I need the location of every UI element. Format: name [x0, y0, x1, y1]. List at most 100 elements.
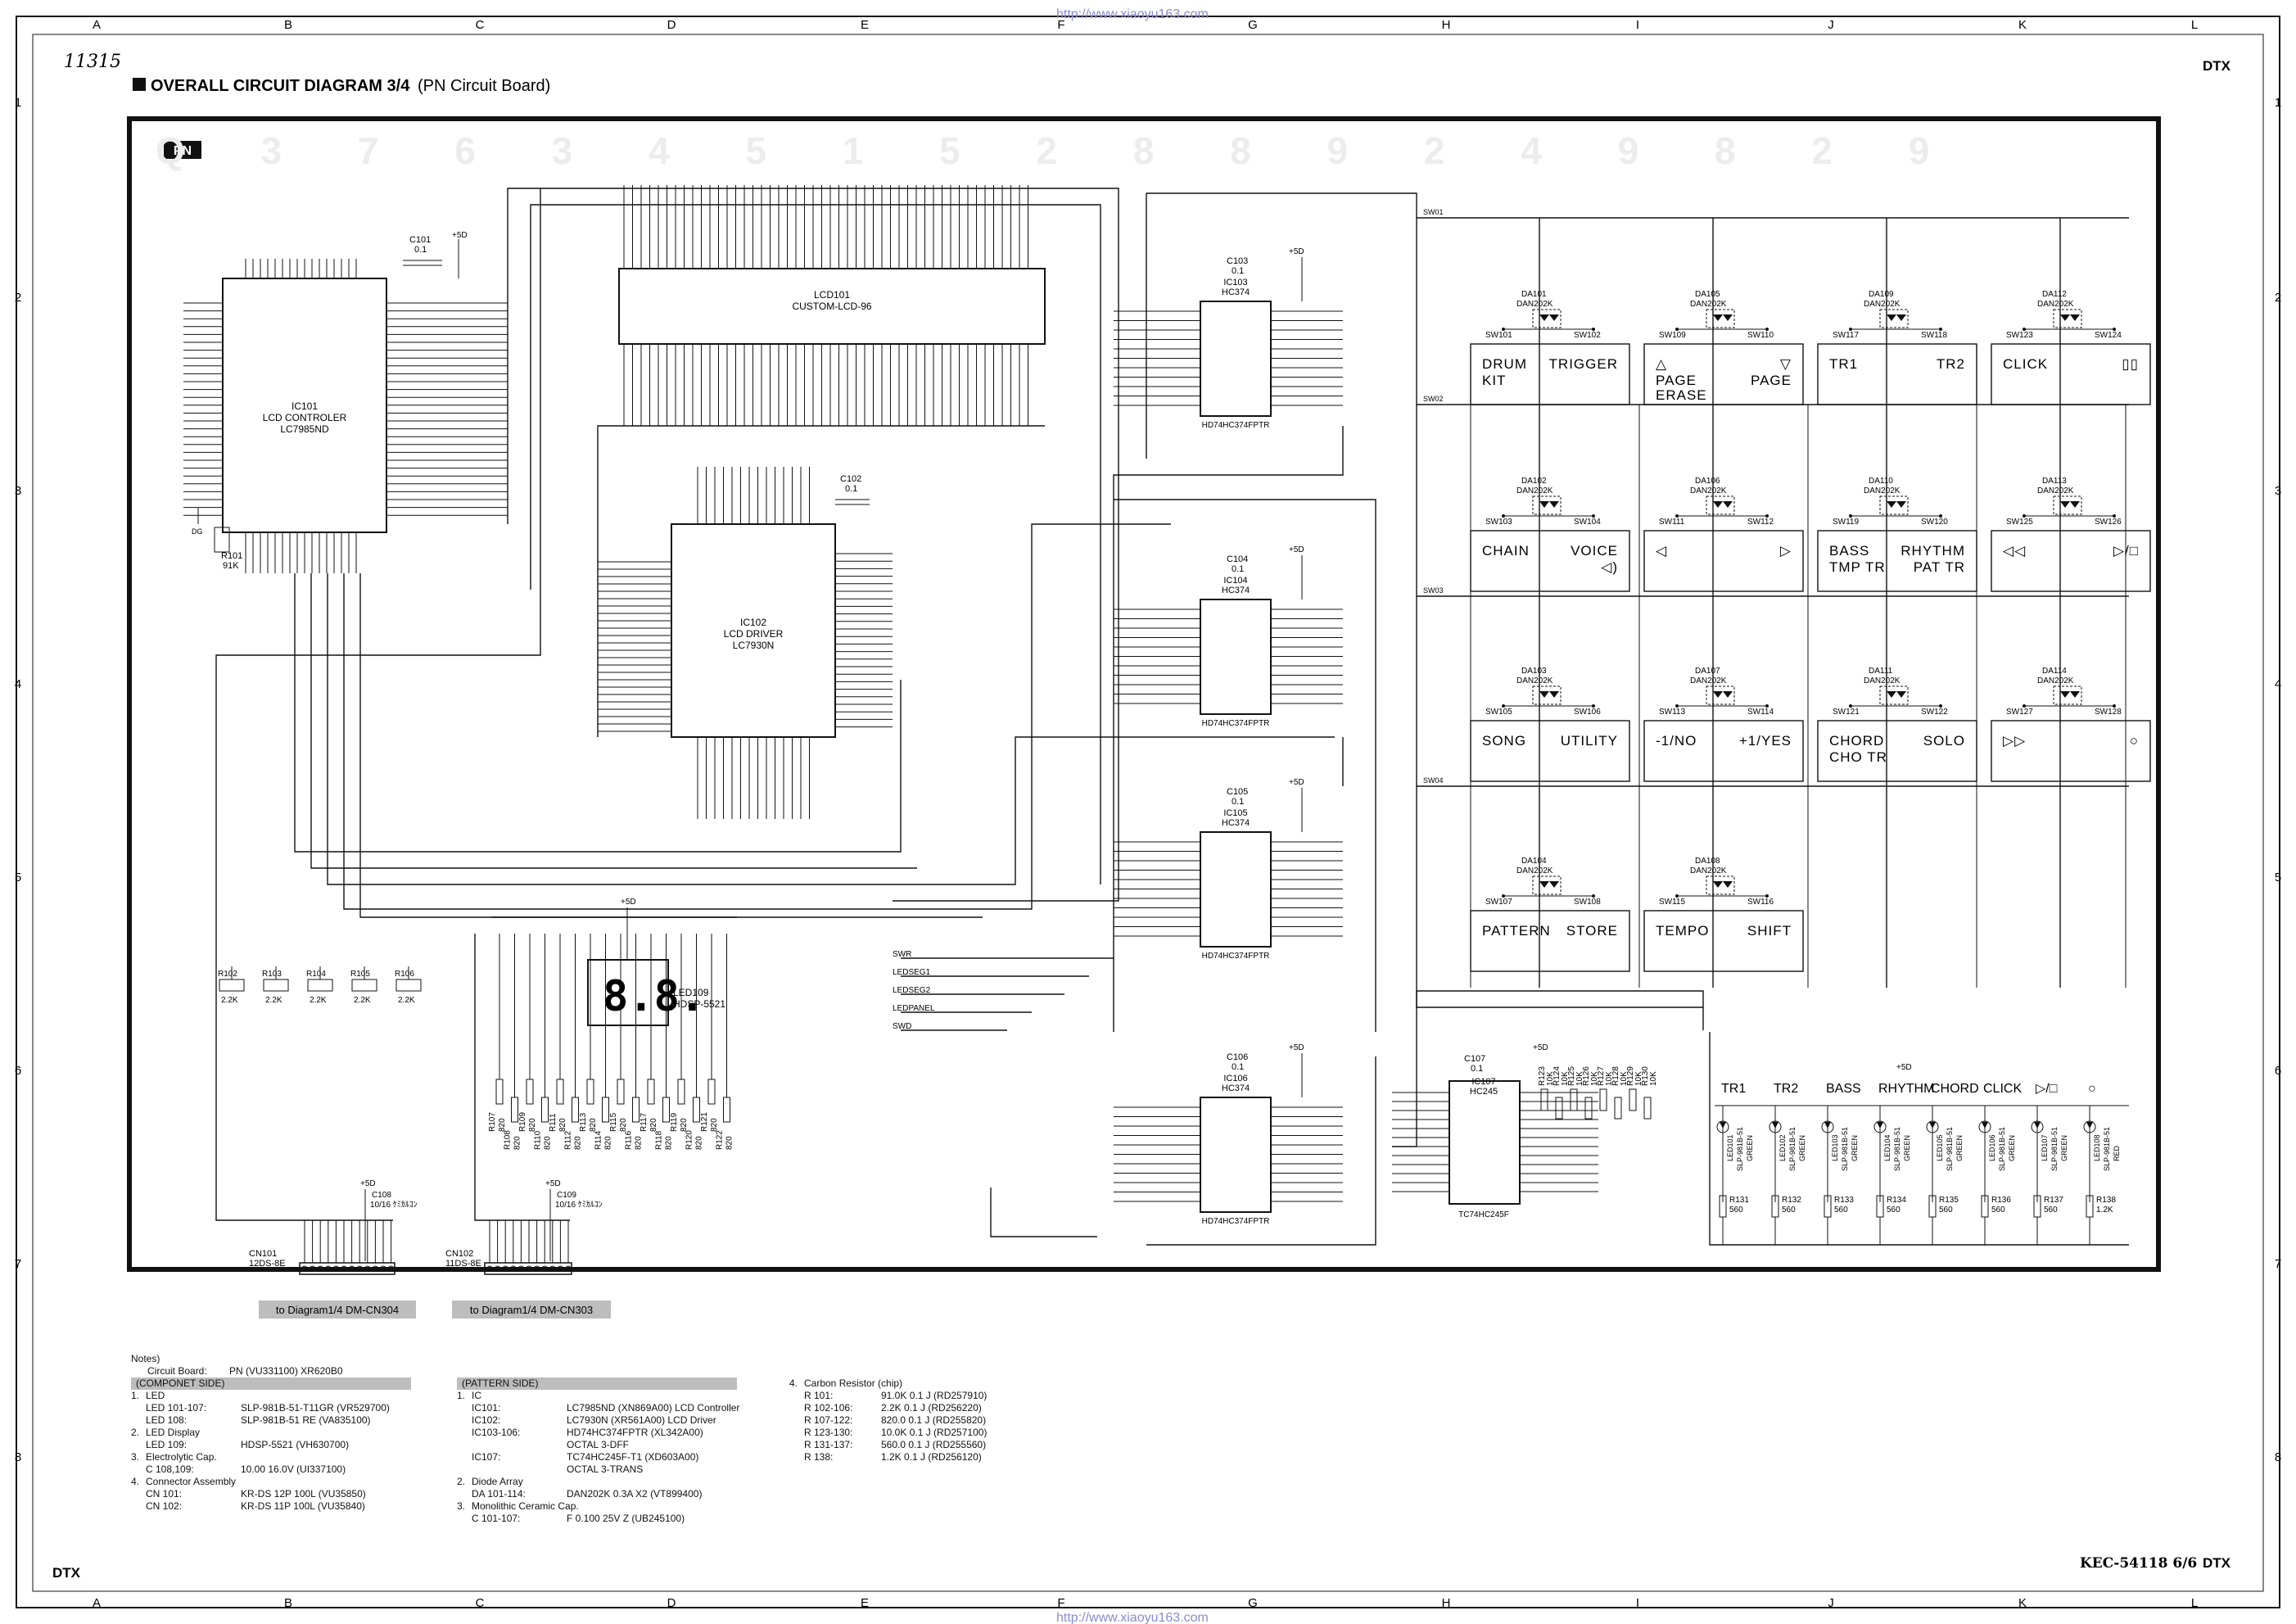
note-line: LED 108:SLP-981B-51 RE (VA835100): [146, 1414, 371, 1426]
note-line: 2.LED Display: [131, 1427, 201, 1438]
panel-button-label: VOICE: [1571, 543, 1618, 559]
pn-tag: [164, 141, 201, 159]
grid-col-label: J: [1828, 18, 1834, 32]
svg-text:SW118: SW118: [1921, 331, 1947, 340]
svg-text:0.1: 0.1: [1232, 266, 1244, 276]
svg-text:C101: C101: [409, 235, 431, 245]
svg-text:820: 820: [619, 1118, 628, 1132]
svg-text:DAN202K: DAN202K: [1690, 300, 1727, 309]
svg-text:PAGE: PAGE: [1656, 373, 1697, 388]
svg-text:R102: R102: [218, 970, 237, 979]
model-bottom-right: DTX: [2203, 1555, 2231, 1571]
c102: C102 0.1: [835, 474, 870, 505]
svg-text:SW112: SW112: [1747, 518, 1774, 527]
svg-text:560: 560: [1834, 1206, 1848, 1215]
grid-row-label: 5: [15, 871, 21, 884]
svg-text:+5D: +5D: [1289, 545, 1304, 554]
svg-text:2.2K: 2.2K: [398, 996, 415, 1005]
svg-text:1.2K: 1.2K: [2096, 1206, 2113, 1215]
note-line: 4.Carbon Resistor (chip): [789, 1377, 903, 1389]
svg-text:R120: R120: [685, 1130, 694, 1150]
svg-text:R109: R109: [518, 1112, 527, 1132]
svg-text:R112: R112: [564, 1130, 573, 1150]
svg-text:SW106: SW106: [1574, 708, 1601, 717]
svg-text:SLP-981B-51: SLP-981B-51: [1736, 1127, 1744, 1171]
svg-text:10K: 10K: [1605, 1071, 1614, 1086]
grid-row-label: 5: [2275, 871, 2281, 884]
svg-text:+5D: +5D: [621, 898, 636, 907]
doc-code: KEC-54118 6/6: [2080, 1555, 2197, 1572]
svg-text:IC106: IC106: [1223, 1074, 1247, 1083]
notes-col-resistors: 4.Carbon Resistor (chip)R 101:91.0K 0.1 …: [789, 1377, 987, 1463]
svg-text:SW121: SW121: [1833, 708, 1860, 717]
svg-text:560: 560: [1729, 1206, 1743, 1215]
svg-text:SLP-981B-51: SLP-981B-51: [1841, 1127, 1849, 1171]
grid-col-label: K: [2018, 1596, 2027, 1610]
grid-col-label: I: [1636, 1596, 1639, 1610]
panel-button-label: TR1: [1829, 356, 1858, 372]
svg-text:R116: R116: [625, 1130, 634, 1150]
signal-ledseg2: LEDSEG2: [893, 986, 931, 995]
svg-text:820: 820: [544, 1136, 553, 1150]
svg-text:HD74HC374FPTR: HD74HC374FPTR: [1202, 952, 1270, 961]
svg-text:DAN202K: DAN202K: [1864, 300, 1901, 309]
svg-text:HC245: HC245: [1470, 1087, 1498, 1097]
note-line: 1.IC: [457, 1390, 481, 1401]
panel-button-label: SHIFT: [1747, 923, 1792, 939]
svg-text:PAGE: PAGE: [1751, 373, 1792, 388]
note-line: LED 101-107:SLP-981B-51-T11GR (VR529700): [146, 1402, 390, 1414]
svg-text:R121: R121: [700, 1112, 709, 1132]
svg-text:SW127: SW127: [2006, 708, 2033, 717]
site-url-bottom: http://www.xiaoyu163.com: [1056, 1611, 1209, 1624]
ic101-lcd-controller: IC101 LCD CONTROLER LC7985ND: [183, 259, 508, 573]
svg-text:SW125: SW125: [2006, 518, 2033, 527]
svg-text:C105: C105: [1227, 787, 1248, 797]
grid-col-label: L: [2191, 1596, 2198, 1610]
svg-text:DAN202K: DAN202K: [1516, 300, 1553, 309]
note-line: 3.Electrolytic Cap.: [131, 1451, 217, 1463]
svg-text:HD74HC374FPTR: HD74HC374FPTR: [1202, 719, 1270, 728]
grid-row-label: 7: [15, 1257, 21, 1271]
panel-button-label: ▷▷: [2003, 733, 2026, 749]
svg-text:SLP-981B-51: SLP-981B-51: [1998, 1127, 2006, 1171]
svg-text:11DS-8E: 11DS-8E: [445, 1259, 481, 1269]
svg-text:560: 560: [2044, 1206, 2058, 1215]
svg-text:DAN202K: DAN202K: [1690, 676, 1727, 685]
svg-text:CN102: CN102: [445, 1249, 473, 1259]
lcd101-custom-lcd: LCD101 CUSTOM-LCD-96: [618, 185, 1046, 426]
svg-text:820: 820: [558, 1118, 567, 1132]
svg-text:to Diagram1/4 DM-CN304: to Diagram1/4 DM-CN304: [276, 1304, 399, 1316]
svg-text:12DS-8E: 12DS-8E: [249, 1259, 286, 1269]
svg-text:IC107: IC107: [1471, 1077, 1495, 1087]
svg-text:DAN202K: DAN202K: [1516, 866, 1553, 875]
grid-col-label: F: [1057, 18, 1064, 32]
svg-text:DA108: DA108: [1695, 857, 1720, 866]
svg-text:R124: R124: [1553, 1066, 1562, 1086]
svg-text:C104: C104: [1227, 554, 1248, 564]
svg-text:GREEN: GREEN: [1903, 1135, 1911, 1161]
svg-text:+5D: +5D: [1289, 247, 1304, 256]
svg-text:R104: R104: [306, 970, 326, 979]
grid-row-label: 8: [15, 1450, 21, 1464]
note-line: IC107:TC74HC245F-T1 (XD603A00): [472, 1451, 699, 1463]
svg-text:SW124: SW124: [2095, 331, 2122, 340]
svg-text:LC7930N: LC7930N: [733, 640, 775, 651]
grid-row-label: 1: [2275, 96, 2281, 110]
svg-text:LED103: LED103: [1831, 1134, 1839, 1161]
page-subtitle: (PN Circuit Board): [418, 77, 550, 95]
led-panel-label: CLICK: [1983, 1082, 2022, 1096]
svg-text:SW102: SW102: [1574, 331, 1601, 340]
svg-text:820: 820: [513, 1136, 522, 1150]
svg-text:SW126: SW126: [2095, 518, 2122, 527]
grid-col-label: D: [667, 1596, 676, 1610]
svg-text:DG: DG: [192, 527, 203, 536]
